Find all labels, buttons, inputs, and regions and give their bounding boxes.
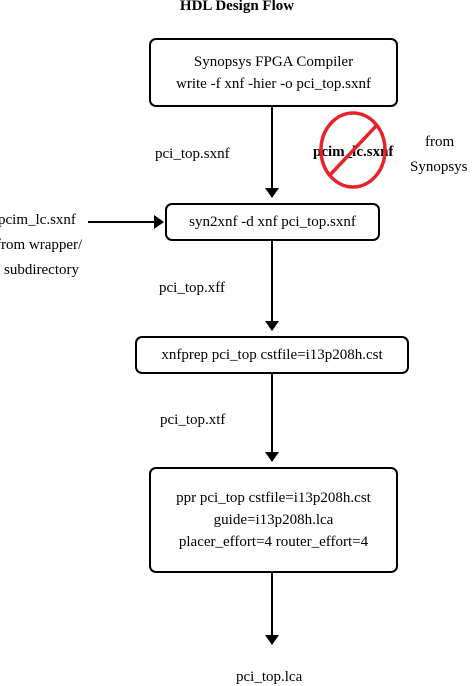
input-file-line2: from wrapper/ [0,237,83,253]
prohibited-icon [319,111,387,189]
input-file-line1: pcim_lc.sxnf [0,212,76,228]
output-file-label: pci_top.lca [236,669,303,685]
syn2xnf-box-line1: syn2xnf -d xnf pci_top.sxnf [189,214,356,230]
diagram-title: HDL Design Flow [179,0,295,14]
ppr-box-line2: guide=i13p208h.lca [213,512,334,528]
edge-label-xff: pci_top.xff [159,280,225,296]
edge-label-sxnf: pci_top.sxnf [155,146,230,162]
xnfprep-box-line1: xnfprep pci_top cstfile=i13p208h.cst [161,347,383,363]
compiler-box-line2: write -f xnf -hier -o pci_top.sxnf [176,75,371,92]
ppr-box-line1: ppr pci_top cstfile=i13p208h.cst [176,490,371,506]
syn2xnf-box: syn2xnf -d xnf pci_top.sxnf [165,203,380,241]
xnfprep-box: xnfprep pci_top cstfile=i13p208h.cst [135,336,409,374]
ppr-box-line3: placer_effort=4 router_effort=4 [178,534,369,550]
ppr-box: ppr pci_top cstfile=i13p208h.cst guide=i… [149,467,398,573]
compiler-box-line1: Synopsys FPGA Compiler [193,53,354,70]
prohibited-source-line2: Synopsys [410,159,468,175]
compiler-box: Synopsys FPGA Compiler write -f xnf -hie… [149,38,398,107]
edge-label-xtf: pci_top.xtf [160,412,226,428]
prohibited-source-line1: from [425,134,455,150]
input-file-line3: subdirectory [4,262,79,278]
